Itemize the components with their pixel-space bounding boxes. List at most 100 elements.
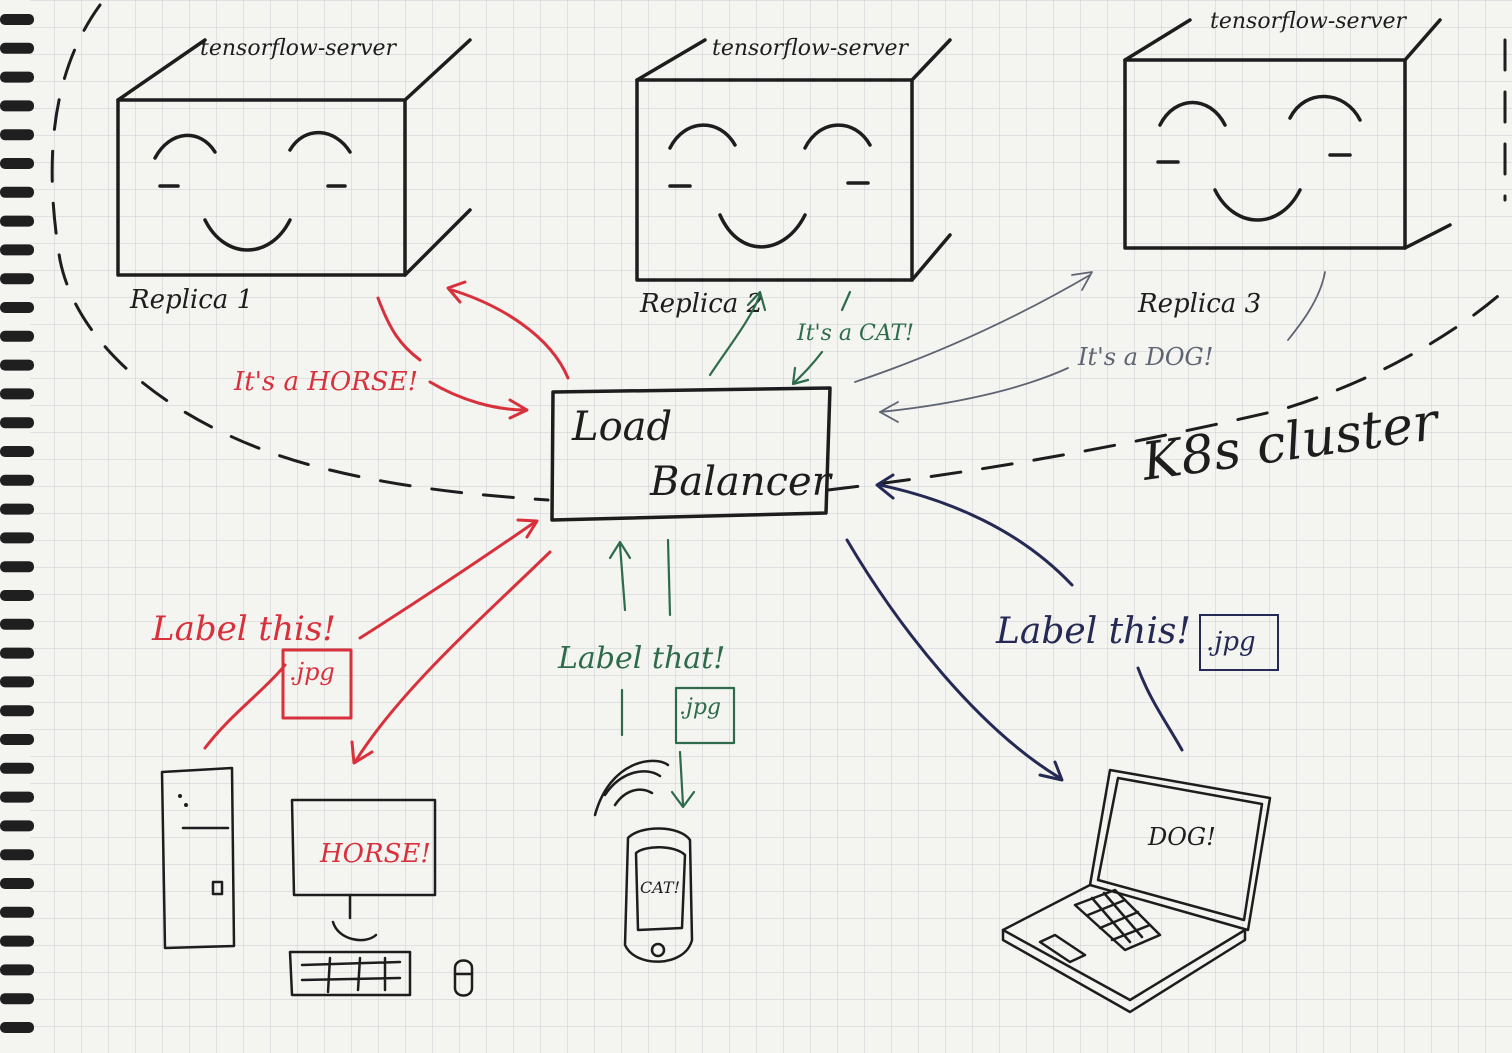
spiral-ring bbox=[0, 791, 34, 803]
spiral-ring bbox=[0, 705, 34, 717]
spiral-ring bbox=[0, 849, 34, 861]
spiral-ring bbox=[0, 186, 34, 198]
wifi-icon bbox=[593, 759, 670, 817]
spiral-ring bbox=[0, 42, 34, 54]
server-cube-icon bbox=[116, 38, 472, 277]
laptop-screen-label: DOG! bbox=[1147, 823, 1216, 851]
server-cube-icon bbox=[1123, 18, 1452, 250]
spiral-ring bbox=[0, 532, 34, 544]
request-arrow bbox=[358, 520, 537, 640]
replica-3: tensorflow-server Replica 3 bbox=[1123, 9, 1452, 319]
spiral-ring bbox=[0, 388, 34, 400]
request-arrow bbox=[203, 663, 287, 750]
spiral-ring bbox=[0, 215, 34, 227]
laptop-file-label: .jpg bbox=[1206, 627, 1256, 657]
response-arrow bbox=[666, 538, 672, 617]
replica-1: tensorflow-server Replica 1 bbox=[116, 36, 472, 315]
load-balancer: Load Balancer bbox=[550, 386, 834, 522]
laptop-request-label: Label this! bbox=[995, 611, 1191, 652]
laptop-icon bbox=[1001, 768, 1272, 1014]
spiral-ring bbox=[0, 302, 34, 313]
server-cube-icon bbox=[635, 38, 952, 282]
spiral-ring bbox=[0, 647, 34, 659]
spiral-ring bbox=[0, 474, 34, 486]
spiral-ring bbox=[0, 14, 34, 25]
response-arrow bbox=[845, 538, 1062, 780]
horse-response-label: It's a HORSE! bbox=[233, 367, 418, 397]
load-balancer-box bbox=[550, 386, 832, 522]
jpg-file-icon bbox=[281, 648, 353, 720]
smiley-face-icon bbox=[1156, 94, 1362, 222]
spiral-ring bbox=[0, 561, 34, 573]
spiral-ring bbox=[0, 359, 34, 371]
dog-flow: It's a DOG! Label this! .jpg bbox=[845, 271, 1326, 782]
replica-2: tensorflow-server Replica 2 bbox=[635, 36, 952, 319]
jpg-file-icon bbox=[1199, 614, 1279, 671]
desktop-computer: HORSE! bbox=[160, 766, 474, 997]
spiral-ring bbox=[0, 676, 34, 688]
desktop-file-label: .jpg bbox=[289, 658, 335, 686]
response-arrow bbox=[678, 750, 685, 807]
cluster-boundary bbox=[50, 3, 1507, 502]
keyboard-icon bbox=[288, 950, 412, 997]
phone-file-label: .jpg bbox=[679, 695, 721, 720]
phone-screen-label: CAT! bbox=[640, 878, 680, 897]
request-arrow bbox=[878, 483, 1074, 587]
response-arrow bbox=[353, 550, 552, 764]
request-arrow bbox=[618, 543, 627, 612]
spiral-ring bbox=[0, 762, 34, 774]
dog-response-label: It's a DOG! bbox=[1077, 343, 1213, 371]
spiral-ring bbox=[0, 446, 34, 457]
tower-icon bbox=[160, 766, 236, 950]
smiley-face-icon bbox=[153, 130, 352, 252]
server-label: tensorflow-server bbox=[200, 36, 398, 61]
spiral-ring bbox=[0, 878, 34, 889]
server-label: tensorflow-server bbox=[712, 36, 910, 61]
spiral-ring bbox=[0, 964, 34, 976]
spiral-ring bbox=[0, 71, 34, 83]
jpg-file-icon bbox=[674, 686, 736, 745]
to-balancer-arrow bbox=[879, 367, 1069, 413]
to-balancer-arrow bbox=[428, 380, 527, 412]
server-label: tensorflow-server bbox=[1210, 9, 1408, 34]
phone-icon bbox=[623, 827, 694, 963]
laptop: DOG! bbox=[1001, 768, 1272, 1014]
spiral-binding bbox=[0, 14, 34, 1033]
spiral-ring bbox=[0, 993, 34, 1005]
load-balancer-line1: Load bbox=[571, 404, 672, 450]
spiral-ring bbox=[0, 820, 34, 832]
load-balancer-line2: Balancer bbox=[649, 459, 834, 505]
spiral-ring bbox=[0, 1022, 34, 1033]
spiral-ring bbox=[0, 906, 34, 918]
spiral-ring bbox=[0, 273, 34, 285]
desktop-request-label: Label this! bbox=[151, 609, 336, 649]
spiral-ring bbox=[0, 129, 34, 141]
spiral-ring bbox=[0, 100, 34, 112]
spiral-ring bbox=[0, 417, 34, 429]
grid bbox=[30, 0, 1512, 1053]
spiral-ring bbox=[0, 244, 34, 256]
request-arrow bbox=[1136, 666, 1184, 752]
smiley-face-icon bbox=[668, 123, 872, 249]
spiral-ring bbox=[0, 935, 34, 947]
to-replica-arrow bbox=[708, 293, 762, 377]
cat-response-label: It's a CAT! bbox=[796, 321, 914, 346]
to-balancer-arrow bbox=[793, 350, 824, 384]
horse-flow: It's a HORSE! Label this! .jpg bbox=[151, 280, 570, 765]
to-replica-arrow bbox=[450, 288, 570, 380]
replica-name: Replica 2 bbox=[639, 289, 763, 319]
monitor-icon bbox=[290, 798, 437, 942]
desktop-screen-label: HORSE! bbox=[319, 839, 431, 869]
cat-flow: It's a CAT! Label that! .jpg bbox=[557, 290, 914, 809]
replica-name: Replica 1 bbox=[129, 285, 253, 315]
to-replica-arrow bbox=[854, 274, 1091, 383]
spiral-ring bbox=[0, 734, 34, 745]
replica-name: Replica 3 bbox=[1137, 289, 1261, 319]
spiral-ring bbox=[0, 330, 34, 342]
spiral-ring bbox=[0, 618, 34, 630]
phone: CAT! bbox=[593, 759, 694, 963]
spiral-ring bbox=[0, 503, 34, 515]
phone-request-label: Label that! bbox=[557, 641, 725, 676]
arrowhead-icon bbox=[516, 518, 539, 539]
